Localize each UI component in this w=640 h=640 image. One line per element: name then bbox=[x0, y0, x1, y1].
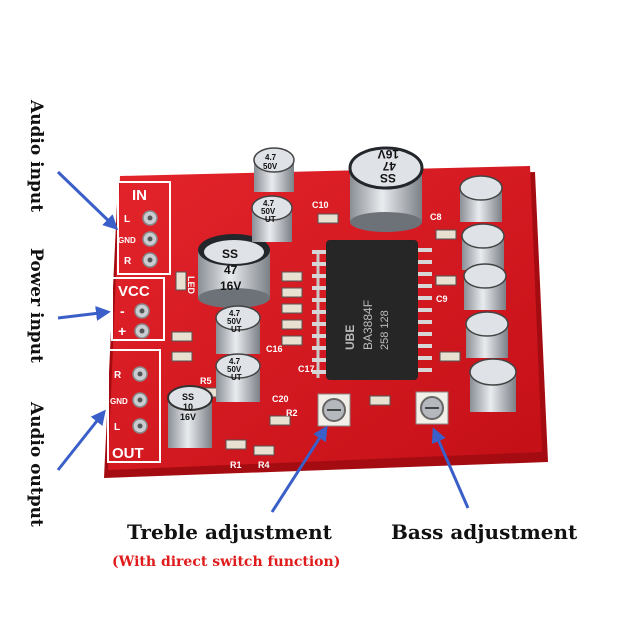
bass-adjustment-label: Bass adjustment bbox=[391, 520, 578, 544]
cap-text: SS bbox=[222, 247, 238, 261]
cap-text: 16V bbox=[220, 279, 241, 293]
capacitor-small bbox=[461, 223, 505, 270]
audio-output-label: Audio output bbox=[26, 402, 46, 527]
cap-text: 4.7 bbox=[265, 153, 277, 162]
annotation-arrows bbox=[56, 170, 470, 513]
vcc-header: VCC bbox=[118, 283, 150, 300]
cap-text: 16V bbox=[180, 412, 196, 422]
cap-text: 16V bbox=[378, 147, 399, 161]
cap-text: 47 bbox=[224, 263, 238, 277]
cap-text: UT bbox=[265, 215, 276, 224]
silk-label: C10 bbox=[312, 200, 329, 210]
out-pin-label: GND bbox=[110, 397, 128, 406]
smd-components bbox=[171, 213, 461, 456]
chip-pins bbox=[312, 248, 432, 374]
bass-potentiometer bbox=[415, 391, 449, 425]
cap-text: SS bbox=[182, 392, 194, 402]
capacitor-small: 4.7 50V UT bbox=[215, 353, 261, 402]
silk-label: C17 bbox=[298, 364, 315, 374]
vcc-pin-label: + bbox=[118, 323, 126, 339]
cap-text: SS bbox=[380, 171, 396, 185]
cap-text: 10 bbox=[183, 402, 193, 412]
capacitors-small: 4.7 50V 4.7 50V UT 4.7 50V UT 4.7 50V UT bbox=[215, 147, 517, 412]
solder-pads-in bbox=[142, 210, 158, 268]
silk-label: C20 bbox=[272, 394, 289, 404]
cap-text: 47 bbox=[382, 159, 396, 173]
arrow-power-input bbox=[57, 305, 111, 321]
silk-label: C16 bbox=[266, 344, 283, 354]
vcc-pin-label: - bbox=[120, 303, 125, 319]
cap-text: UT bbox=[231, 373, 242, 382]
cap-text: 4.7 bbox=[229, 309, 241, 318]
cap-text: 50V bbox=[227, 365, 242, 374]
chip-model: BA3884F bbox=[361, 300, 375, 350]
capacitor-small: 4.7 50V UT bbox=[251, 195, 293, 242]
silk-label: R5 bbox=[200, 376, 212, 386]
out-header: OUT bbox=[112, 445, 144, 462]
capacitor-small bbox=[465, 311, 509, 358]
treble-potentiometer bbox=[317, 393, 351, 427]
in-pins: L GND R bbox=[118, 214, 136, 267]
treble-note: (With direct switch function) bbox=[112, 554, 341, 570]
out-pin-label: L bbox=[114, 422, 120, 433]
out-pin-label: R bbox=[114, 370, 122, 381]
cap-text: 50V bbox=[261, 207, 276, 216]
power-input-label: Power input bbox=[26, 248, 46, 363]
chip-logo: UBE bbox=[343, 325, 357, 350]
ic-chip: UBE BA3884F 258 128 bbox=[312, 240, 432, 380]
in-pin-label: GND bbox=[118, 236, 136, 245]
capacitor-small bbox=[469, 358, 517, 412]
cap-text: UT bbox=[231, 325, 242, 334]
out-pins: R GND L bbox=[110, 370, 128, 433]
capacitor-small: 4.7 50V UT bbox=[215, 305, 261, 354]
capacitor-big-top: SS 47 16V bbox=[348, 146, 424, 232]
silk-label: R2 bbox=[286, 408, 298, 418]
chip-code: 258 128 bbox=[379, 310, 391, 350]
cap-text: 4.7 bbox=[229, 357, 241, 366]
capacitor-small: 4.7 50V bbox=[253, 147, 295, 192]
silk-label: R4 bbox=[258, 460, 270, 470]
capacitor-small bbox=[463, 263, 507, 310]
in-pin-label: L bbox=[124, 214, 130, 225]
cap-text: 50V bbox=[227, 317, 242, 326]
capacitor-big-left: SS 47 16V bbox=[198, 234, 270, 308]
cap-text: 4.7 bbox=[263, 199, 275, 208]
audio-input-label: Audio input bbox=[26, 100, 46, 213]
arrow-bass bbox=[431, 427, 470, 509]
silk-label: R1 bbox=[230, 460, 242, 470]
in-header: IN bbox=[132, 187, 147, 204]
silk-label: C9 bbox=[436, 294, 448, 304]
solder-pads-out bbox=[132, 366, 148, 434]
cap-text: 50V bbox=[263, 162, 278, 171]
treble-adjustment-label: Treble adjustment bbox=[127, 520, 332, 544]
arrow-treble bbox=[270, 425, 328, 513]
solder-pads-vcc bbox=[134, 303, 150, 339]
silk-label: LED bbox=[186, 276, 196, 295]
silk-label: C8 bbox=[430, 212, 442, 222]
arrow-audio-output bbox=[56, 409, 106, 471]
capacitor-ss10: SS 10 16V bbox=[167, 385, 213, 448]
capacitor-small bbox=[459, 175, 503, 222]
arrow-audio-input bbox=[56, 170, 119, 231]
in-pin-label: R bbox=[124, 256, 132, 267]
silkscreen-labels: C10 C8 C9 C16 C17 C20 R1 R2 R4 R5 LED bbox=[186, 200, 448, 470]
